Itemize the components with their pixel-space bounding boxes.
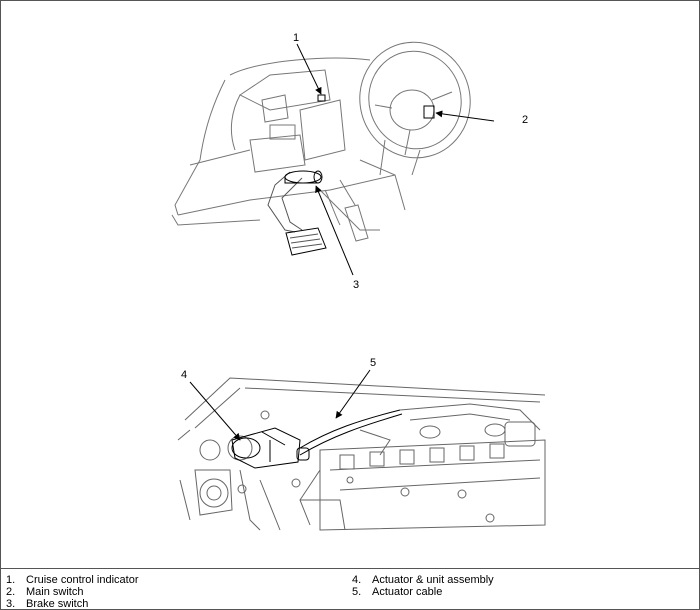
leader-line-4 [189,381,241,441]
legend-label: Actuator cable [372,586,443,598]
callout-3: 3 [353,279,360,291]
legend-number: 2. [6,586,16,598]
legend-number: 3. [6,598,16,610]
callout-4: 4 [181,369,188,381]
legend-number: 4. [352,574,362,586]
legend-label: Main switch [26,586,84,598]
legend-left: 1. Cruise control indicator 2. Main swit… [6,574,139,610]
legend-divider [0,568,700,569]
legend-item: 3. Brake switch [6,598,139,610]
leader-line-2 [435,110,495,122]
legend-number: 5. [352,586,362,598]
legend-item: 1. Cruise control indicator [6,574,139,586]
legend-item: 4. Actuator & unit assembly [352,574,494,586]
legend-right: 4. Actuator & unit assembly 5. Actuator … [352,574,494,598]
callout-1: 1 [293,32,300,44]
legend-item: 5. Actuator cable [352,586,494,598]
legend-label: Cruise control indicator [26,574,139,586]
leader-line-3 [315,185,354,276]
legend-label: Brake switch [26,598,89,610]
callout-2: 2 [522,114,529,126]
leader-line-1 [296,43,322,95]
legend-number: 1. [6,574,16,586]
callout-5: 5 [370,357,377,369]
leader-line-5 [335,369,371,419]
legend-item: 2. Main switch [6,586,139,598]
legend-label: Actuator & unit assembly [372,574,494,586]
